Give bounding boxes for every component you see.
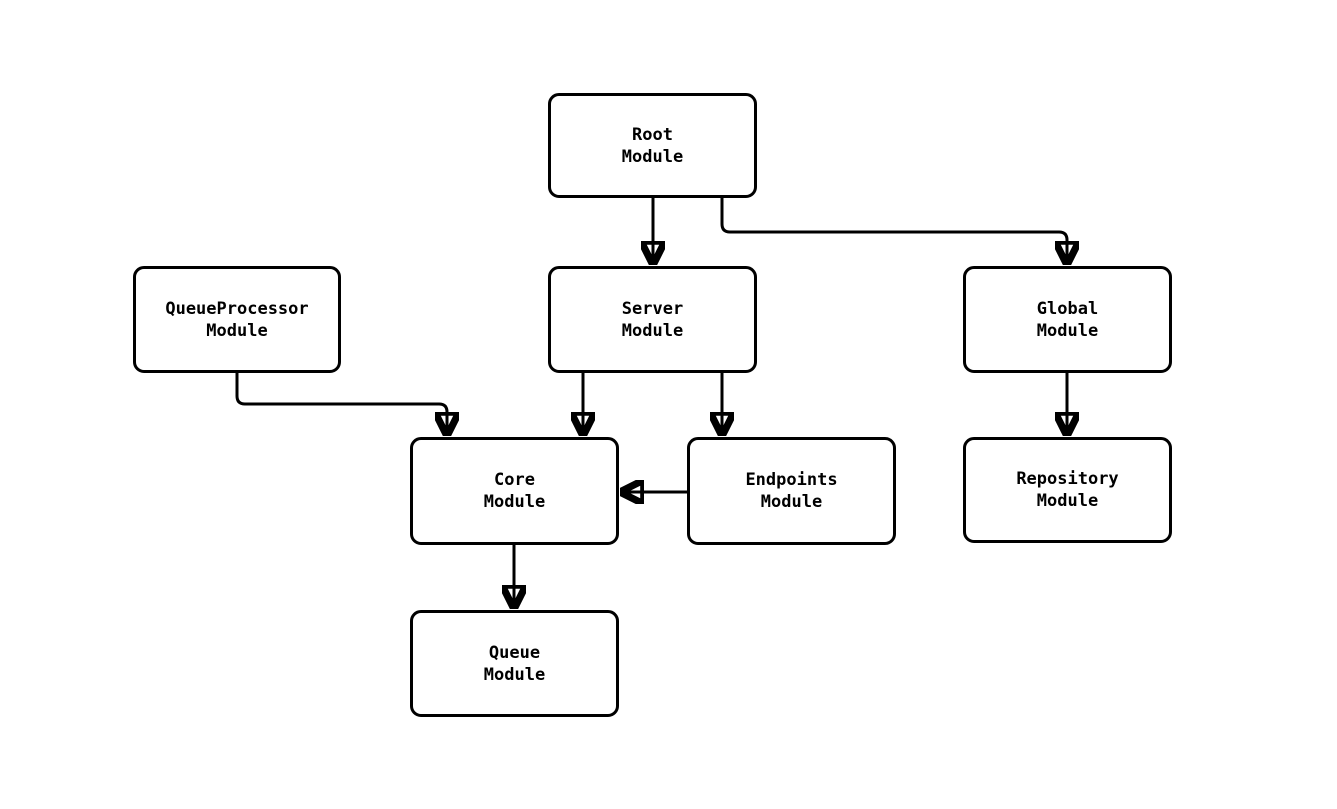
node-queueprocessor-module: QueueProcessor Module — [133, 266, 341, 373]
node-label: Module — [1036, 491, 1099, 511]
edge-root-to-global — [720, 198, 1067, 258]
node-label: Repository — [1016, 469, 1119, 489]
node-label: Module — [621, 146, 684, 167]
node-root-module: Root Module — [548, 93, 757, 198]
node-label: Queue — [488, 642, 541, 663]
node-label: Module — [1036, 320, 1099, 341]
node-label: Endpoints — [745, 470, 838, 490]
node-label: Module — [760, 492, 823, 512]
node-queue-module: Queue Module — [410, 610, 619, 717]
node-label: Server — [621, 298, 684, 319]
node-label: Module — [483, 664, 546, 685]
node-global-module: Global Module — [963, 266, 1172, 373]
node-label: QueueProcessor — [165, 298, 309, 319]
node-endpoints-module: Endpoints Module — [687, 437, 896, 545]
edge-queueprocessor-to-core — [235, 373, 447, 429]
node-label: Global — [1036, 298, 1099, 319]
node-label: Core — [494, 470, 535, 490]
node-label: Module — [621, 320, 684, 341]
node-label: Module — [206, 320, 268, 341]
node-core-module: Core Module — [410, 437, 619, 545]
node-label: Module — [483, 492, 546, 512]
node-label: Root — [632, 124, 673, 145]
node-server-module: Server Module — [548, 266, 757, 373]
node-repository-module: Repository Module — [963, 437, 1172, 543]
